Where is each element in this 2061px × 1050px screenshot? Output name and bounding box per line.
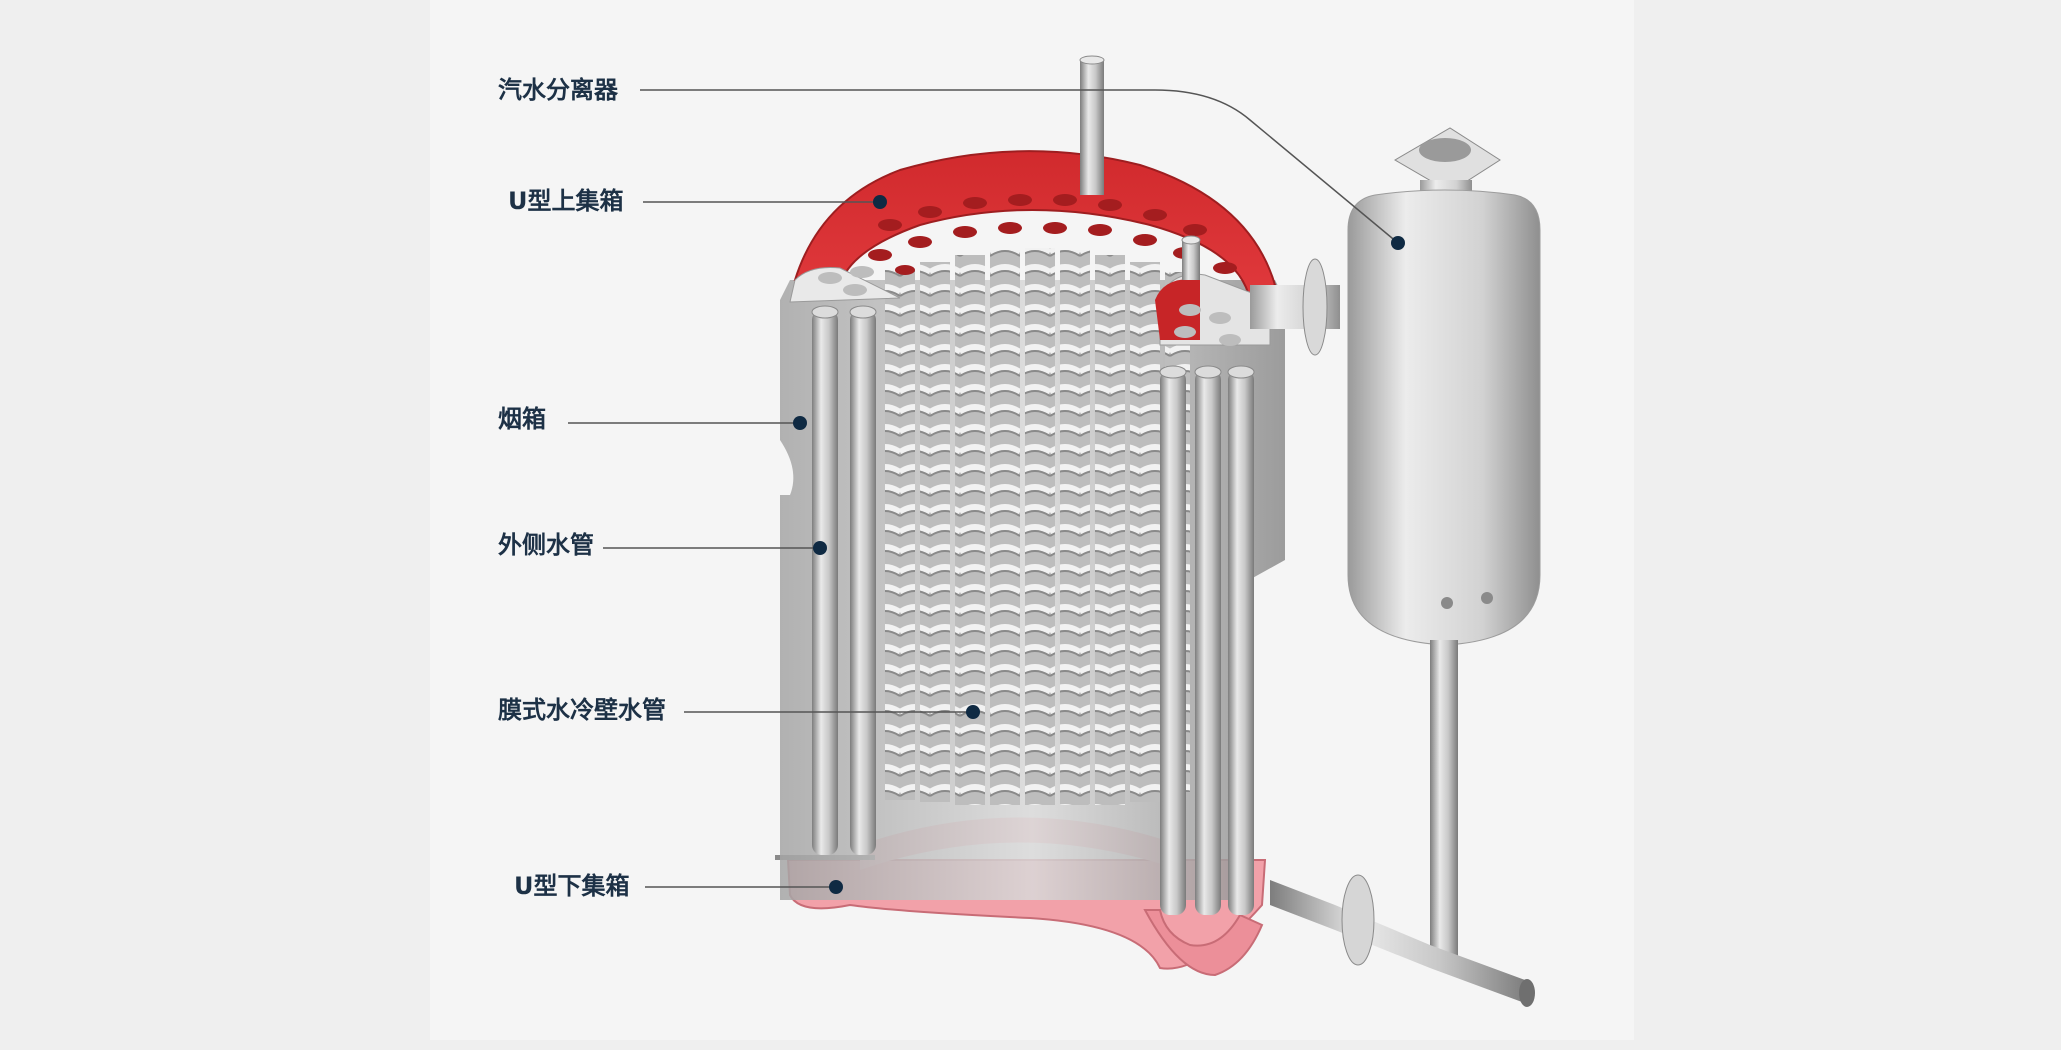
marker-lower-header (829, 880, 843, 894)
upper-header-shape (789, 150, 1277, 346)
outer-tubes-left (811, 305, 877, 855)
marker-membrane (966, 705, 980, 719)
connecting-pipe (1250, 258, 1340, 356)
outer-tubes-right (1159, 365, 1255, 915)
label-separator: 汽水分离器 (498, 76, 618, 104)
marker-smoke-box (793, 416, 807, 430)
markers (793, 195, 1405, 894)
label-smoke-box: 烟箱 (498, 405, 546, 433)
label-outer-tubes: 外侧水管 (498, 531, 594, 559)
separator-vessel (1079, 55, 1541, 1007)
label-membrane-wall: 膜式水冷壁水管 (498, 696, 666, 724)
membrane-tubes (885, 248, 1190, 805)
marker-outer-tubes (813, 541, 827, 555)
leader-separator (640, 89, 1399, 244)
label-lower-header: U型下集箱 (514, 872, 630, 900)
label-upper-header: U型上集箱 (508, 187, 624, 215)
leader-lines (568, 89, 1399, 888)
marker-separator (1391, 236, 1405, 250)
marker-upper-header (873, 195, 887, 209)
